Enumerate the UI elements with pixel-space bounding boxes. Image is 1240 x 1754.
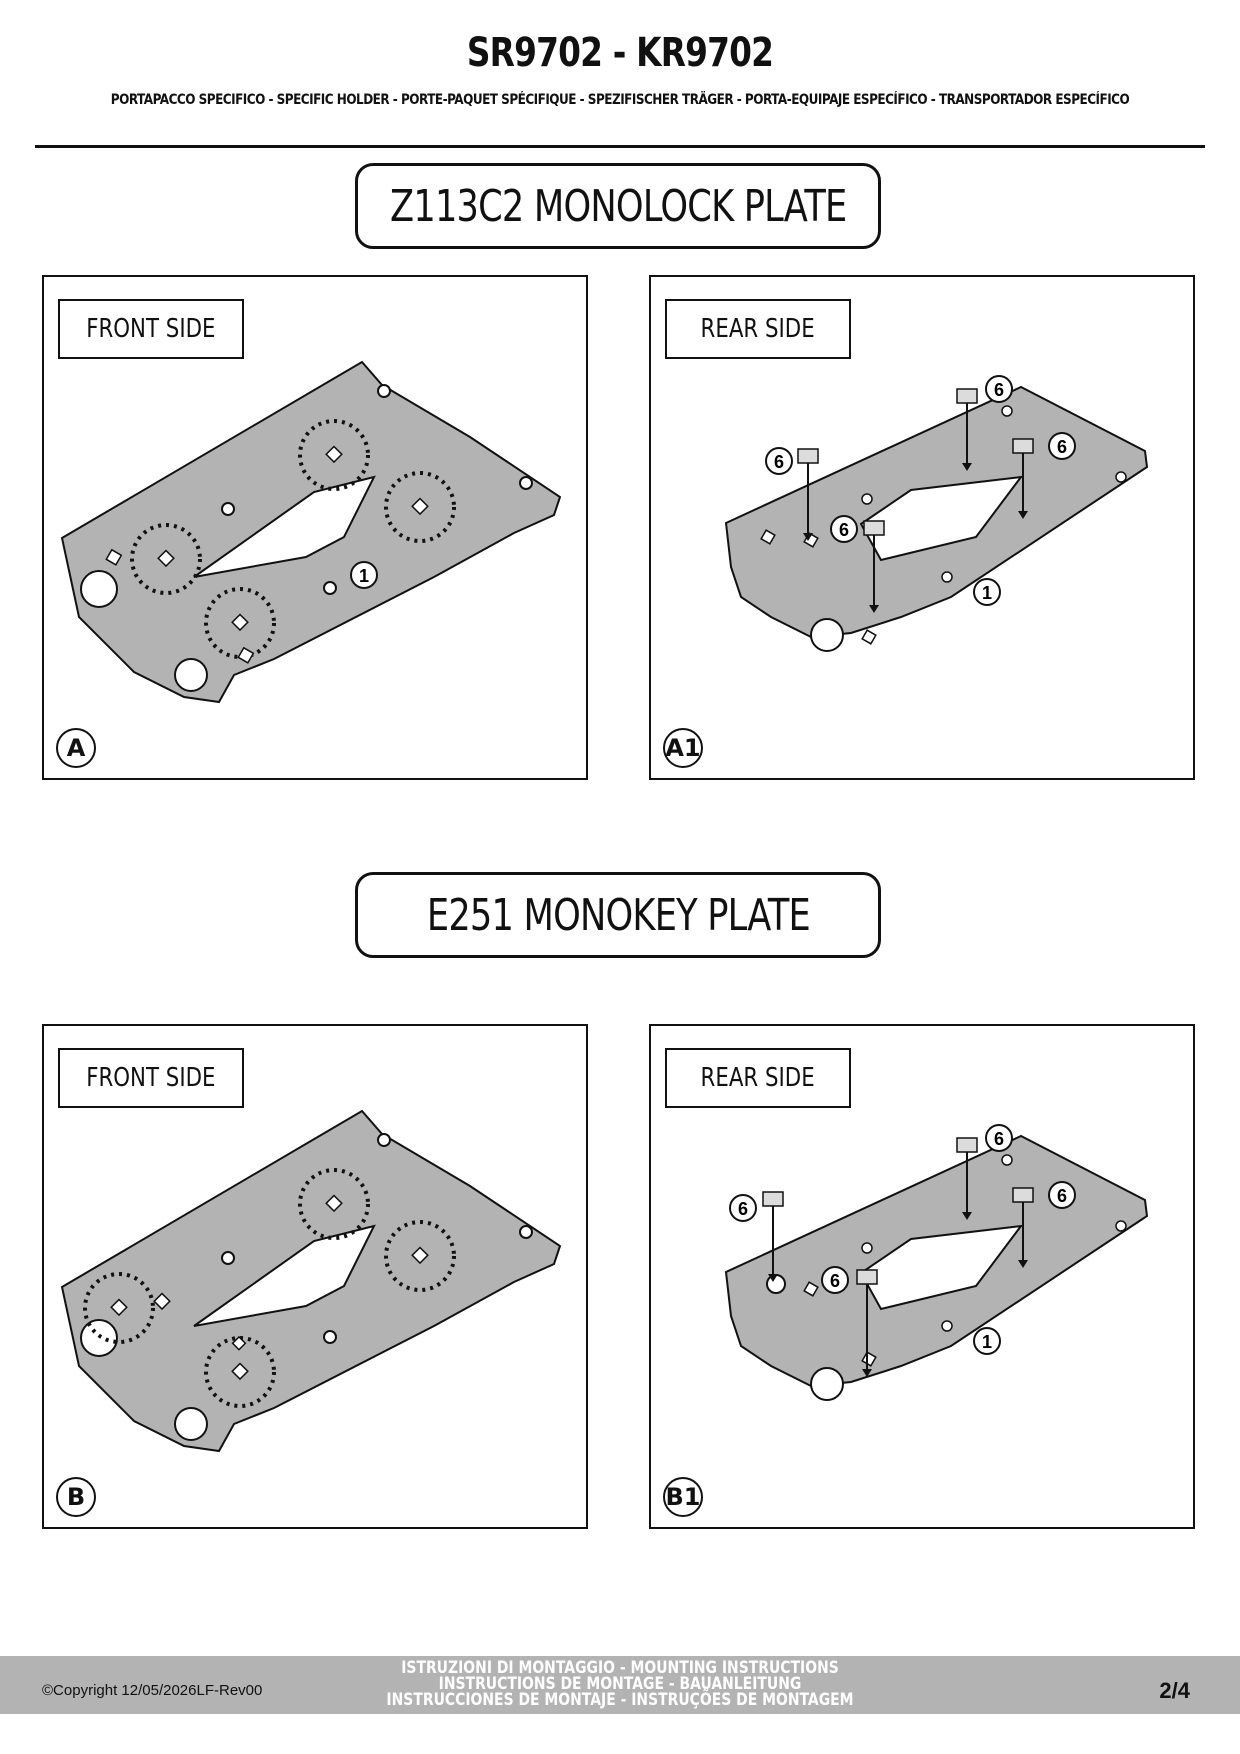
plate-hole — [174, 1407, 208, 1441]
panel-monokey-front: FRONT SIDE B — [42, 1024, 588, 1529]
plate-front-drawing — [60, 1109, 562, 1453]
callout-6: 6 — [985, 375, 1013, 403]
callout-text: 1 — [982, 1332, 992, 1352]
callout-text: 6 — [1057, 1186, 1067, 1206]
plate-cutout — [859, 475, 1024, 562]
panel-label: FRONT SIDE — [86, 1063, 216, 1093]
callout-text: 6 — [1057, 437, 1067, 457]
figure-letter-badge: A1 — [663, 728, 703, 768]
section-title-text: E251 MONOKEY PLATE — [426, 889, 810, 941]
panel-label: REAR SIDE — [700, 314, 816, 344]
plate-hole — [766, 1274, 786, 1294]
plate-hole — [174, 658, 208, 692]
plate-hole — [810, 1367, 844, 1401]
footer-line: ISTRUZIONI DI MONTAGGIO - MOUNTING INSTR… — [401, 1658, 839, 1678]
callout-text: 6 — [839, 520, 849, 540]
plate-rear-drawing: 6 6 6 6 1 — [724, 1124, 1149, 1401]
panel-monolock-front: 1 FRONT SIDE A — [42, 275, 588, 780]
page-number: 2/4 — [1159, 1678, 1190, 1703]
callout-1: 1 — [973, 578, 1001, 606]
panel-monokey-rear: 6 6 6 6 1 REAR SIDE B1 — [649, 1024, 1195, 1529]
figure-letter-badge: B1 — [663, 1477, 703, 1517]
footer-line: INSTRUCTIONS DE MONTAGE - BAUANLEITUNG — [438, 1674, 802, 1694]
plate-cutout — [193, 475, 376, 578]
callout-text: 6 — [738, 1199, 748, 1219]
document-title: SR9702 - KR9702 — [466, 30, 774, 76]
plate-front-drawing: 1 — [60, 360, 562, 704]
panel-label: FRONT SIDE — [86, 314, 216, 344]
callout-text: 1 — [359, 566, 369, 586]
callout-text: 6 — [774, 452, 784, 472]
panel-label-box: FRONT SIDE — [58, 1048, 244, 1108]
panel-monolock-rear: 6 6 6 6 1 REAR SIDE A1 — [649, 275, 1195, 780]
panel-label: REAR SIDE — [700, 1063, 816, 1093]
callout-6: 6 — [1048, 432, 1076, 460]
plate-cutout — [859, 1224, 1024, 1311]
callout-1: 1 — [973, 1327, 1001, 1355]
section-title-monokey: E251 MONOKEY PLATE — [355, 872, 881, 958]
plate-hole — [80, 570, 118, 608]
footer-instructions: ISTRUZIONI DI MONTAGGIO - MOUNTING INSTR… — [0, 1658, 1240, 1710]
callout-6: 6 — [830, 515, 858, 543]
plate-hole — [810, 618, 844, 652]
panel-label-box: FRONT SIDE — [58, 299, 244, 359]
callout-text: 6 — [830, 1271, 840, 1291]
figure-letter-badge: B — [56, 1477, 96, 1517]
document-subtitle: PORTAPACCO SPECIFICO - SPECIFIC HOLDER -… — [110, 92, 1130, 108]
figure-letter-badge: A — [56, 728, 96, 768]
callout-text: 6 — [994, 380, 1004, 400]
section-title-monolock: Z113C2 MONOLOCK PLATE — [355, 163, 881, 249]
callout-6: 6 — [1048, 1181, 1076, 1209]
section-title-text: Z113C2 MONOLOCK PLATE — [389, 180, 847, 232]
callout-6: 6 — [729, 1194, 757, 1222]
callout-1: 1 — [350, 561, 378, 589]
panel-label-box: REAR SIDE — [665, 1048, 851, 1108]
panel-label-box: REAR SIDE — [665, 299, 851, 359]
plate-hole — [80, 1319, 118, 1357]
plate-rear-drawing: 6 6 6 6 1 — [724, 375, 1149, 652]
plate-cutout — [193, 1224, 376, 1327]
footer-bar: ©Copyright 12/05/2026LF-Rev00 ISTRUZIONI… — [0, 1656, 1240, 1714]
callout-6: 6 — [985, 1124, 1013, 1152]
callout-6: 6 — [821, 1266, 849, 1294]
callout-text: 6 — [994, 1129, 1004, 1149]
copyright-text: ©Copyright 12/05/2026LF-Rev00 — [42, 1682, 263, 1699]
footer-line: INSTRUCCIONES DE MONTAJE - INSTRUÇÕES DE… — [386, 1690, 854, 1710]
header-divider — [35, 145, 1205, 148]
callout-6: 6 — [765, 447, 793, 475]
callout-text: 1 — [982, 583, 992, 603]
